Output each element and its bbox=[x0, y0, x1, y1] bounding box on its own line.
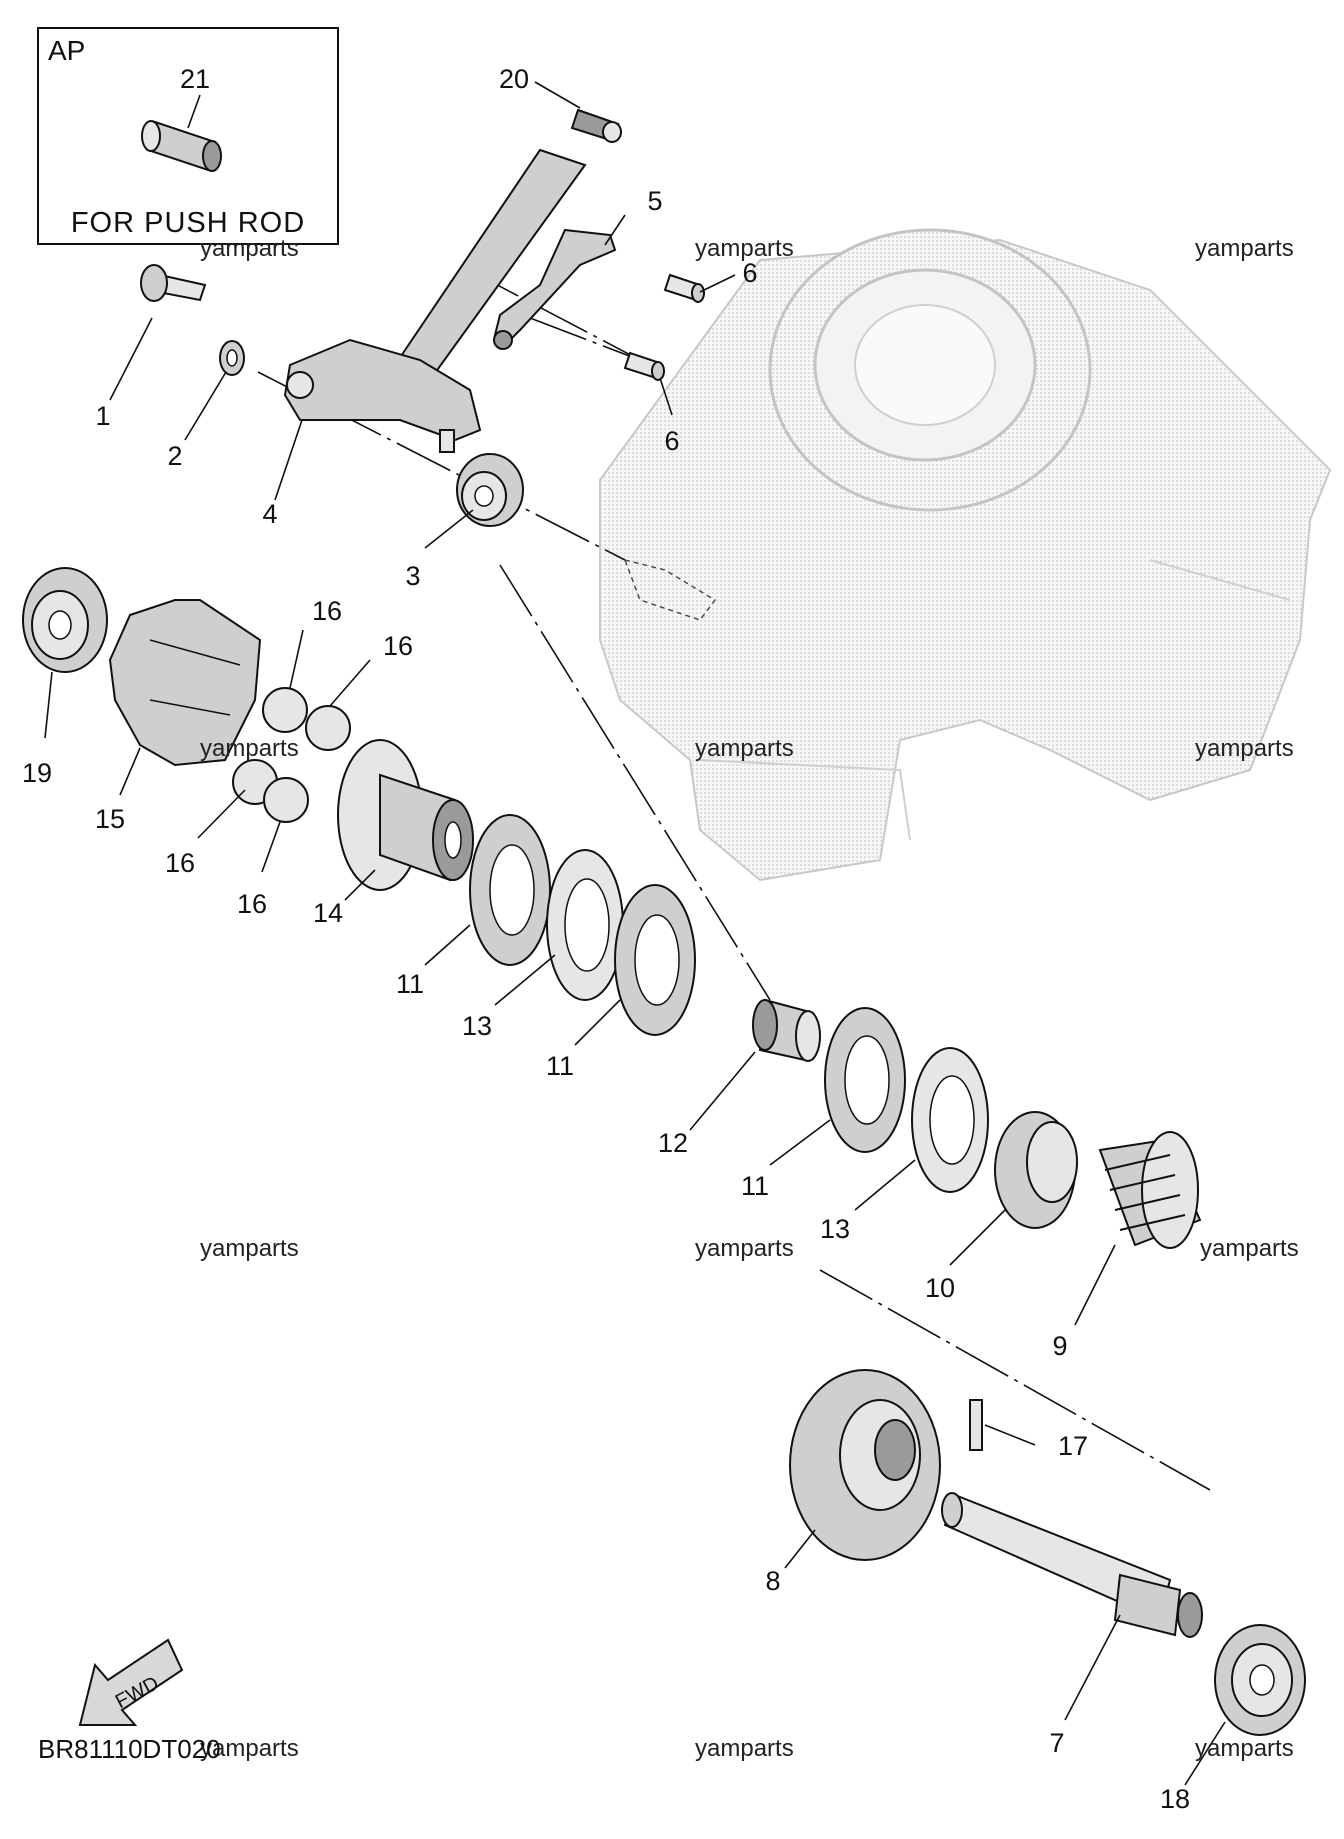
part-19-bearing bbox=[22, 567, 108, 673]
fwd-arrow-icon: FWD bbox=[78, 1638, 184, 1726]
callout-5: 5 bbox=[647, 186, 662, 216]
part-11-washer-b bbox=[614, 884, 696, 1036]
cylinder-ghost bbox=[599, 228, 1332, 882]
watermarks: yamparts yamparts yamparts yamparts yamp… bbox=[200, 235, 1299, 1762]
watermark: yamparts bbox=[695, 1735, 794, 1762]
callout-4: 4 bbox=[262, 499, 277, 529]
part-17-pin bbox=[969, 1399, 983, 1451]
callout-16c: 16 bbox=[165, 848, 195, 878]
callout-19: 19 bbox=[22, 758, 52, 788]
watermark: yamparts bbox=[1195, 235, 1294, 262]
inset-caption: FOR PUSH ROD bbox=[71, 207, 305, 239]
callout-20: 20 bbox=[499, 64, 529, 94]
part-20-cap bbox=[570, 108, 622, 143]
part-18-bearing bbox=[1214, 1624, 1306, 1736]
part-3-bearing bbox=[456, 453, 524, 527]
callout-13a: 13 bbox=[462, 1011, 492, 1041]
watermark: yamparts bbox=[200, 235, 299, 262]
callout-15: 15 bbox=[95, 804, 125, 834]
callout-9: 9 bbox=[1052, 1331, 1067, 1361]
leader-lines bbox=[44, 81, 1226, 1786]
part-2-washer bbox=[219, 340, 245, 376]
ap-inset: AP 21 FOR PUSH ROD bbox=[37, 27, 339, 245]
watermark: yamparts bbox=[200, 1735, 299, 1762]
part-9-spring bbox=[1098, 1131, 1202, 1249]
callout-6b: 6 bbox=[664, 426, 679, 456]
part-7-shaft bbox=[941, 1492, 1203, 1638]
callout-18: 18 bbox=[1160, 1784, 1190, 1814]
callout-2: 2 bbox=[167, 441, 182, 471]
callout-14: 14 bbox=[313, 898, 343, 928]
callout-16d: 16 bbox=[237, 889, 267, 919]
callout-8: 8 bbox=[765, 1566, 780, 1596]
push-rod-bushing-part bbox=[141, 120, 222, 172]
part-8-gear bbox=[789, 1369, 941, 1561]
callout-11a: 11 bbox=[396, 969, 424, 999]
part-12-spacer bbox=[752, 998, 821, 1062]
callout-16b: 16 bbox=[383, 631, 413, 661]
callout-1: 1 bbox=[95, 401, 110, 431]
part-1-bolt bbox=[140, 264, 207, 302]
callout-13b: 13 bbox=[820, 1214, 850, 1244]
callout-10: 10 bbox=[925, 1273, 955, 1303]
part-16-balls bbox=[232, 687, 351, 823]
part-6-screw-b bbox=[623, 351, 665, 381]
callout-numbers: 1 2 3 4 5 6 6 8 7 9 10 11 11 11 12 13 13… bbox=[22, 64, 1190, 1814]
part-10-collar bbox=[994, 1111, 1078, 1229]
part-5-bracket bbox=[493, 228, 617, 350]
callout-7: 7 bbox=[1049, 1728, 1064, 1758]
diagram-code: BR81110DT020 bbox=[38, 1734, 221, 1764]
watermark: yamparts bbox=[1195, 735, 1294, 762]
watermark: yamparts bbox=[200, 735, 299, 762]
inset-part-number: 21 bbox=[180, 64, 210, 94]
callout-17: 17 bbox=[1058, 1431, 1088, 1461]
callout-6a: 6 bbox=[742, 258, 757, 288]
watermark: yamparts bbox=[1200, 1235, 1299, 1262]
watermark: yamparts bbox=[1195, 1735, 1294, 1762]
part-11-washer-a bbox=[469, 814, 551, 966]
part-13-needle-bearing-a bbox=[546, 849, 624, 1001]
part-4-lever-assembly bbox=[283, 148, 587, 453]
callout-12: 12 bbox=[658, 1128, 688, 1158]
part-6-screw-a bbox=[663, 273, 705, 303]
part-14-collar bbox=[337, 739, 474, 891]
part-13-needle-bearing-b bbox=[911, 1047, 989, 1193]
watermark: yamparts bbox=[695, 735, 794, 762]
inset-title: AP bbox=[48, 35, 85, 66]
watermark: yamparts bbox=[695, 235, 794, 262]
part-11-washer-c bbox=[824, 1007, 906, 1153]
callout-3: 3 bbox=[405, 561, 420, 591]
watermark: yamparts bbox=[695, 1235, 794, 1262]
callout-11c: 11 bbox=[741, 1171, 769, 1201]
watermark: yamparts bbox=[200, 1235, 299, 1262]
callout-11b: 11 bbox=[546, 1051, 574, 1081]
callout-16a: 16 bbox=[312, 596, 342, 626]
part-15-cam-plate bbox=[108, 599, 262, 767]
